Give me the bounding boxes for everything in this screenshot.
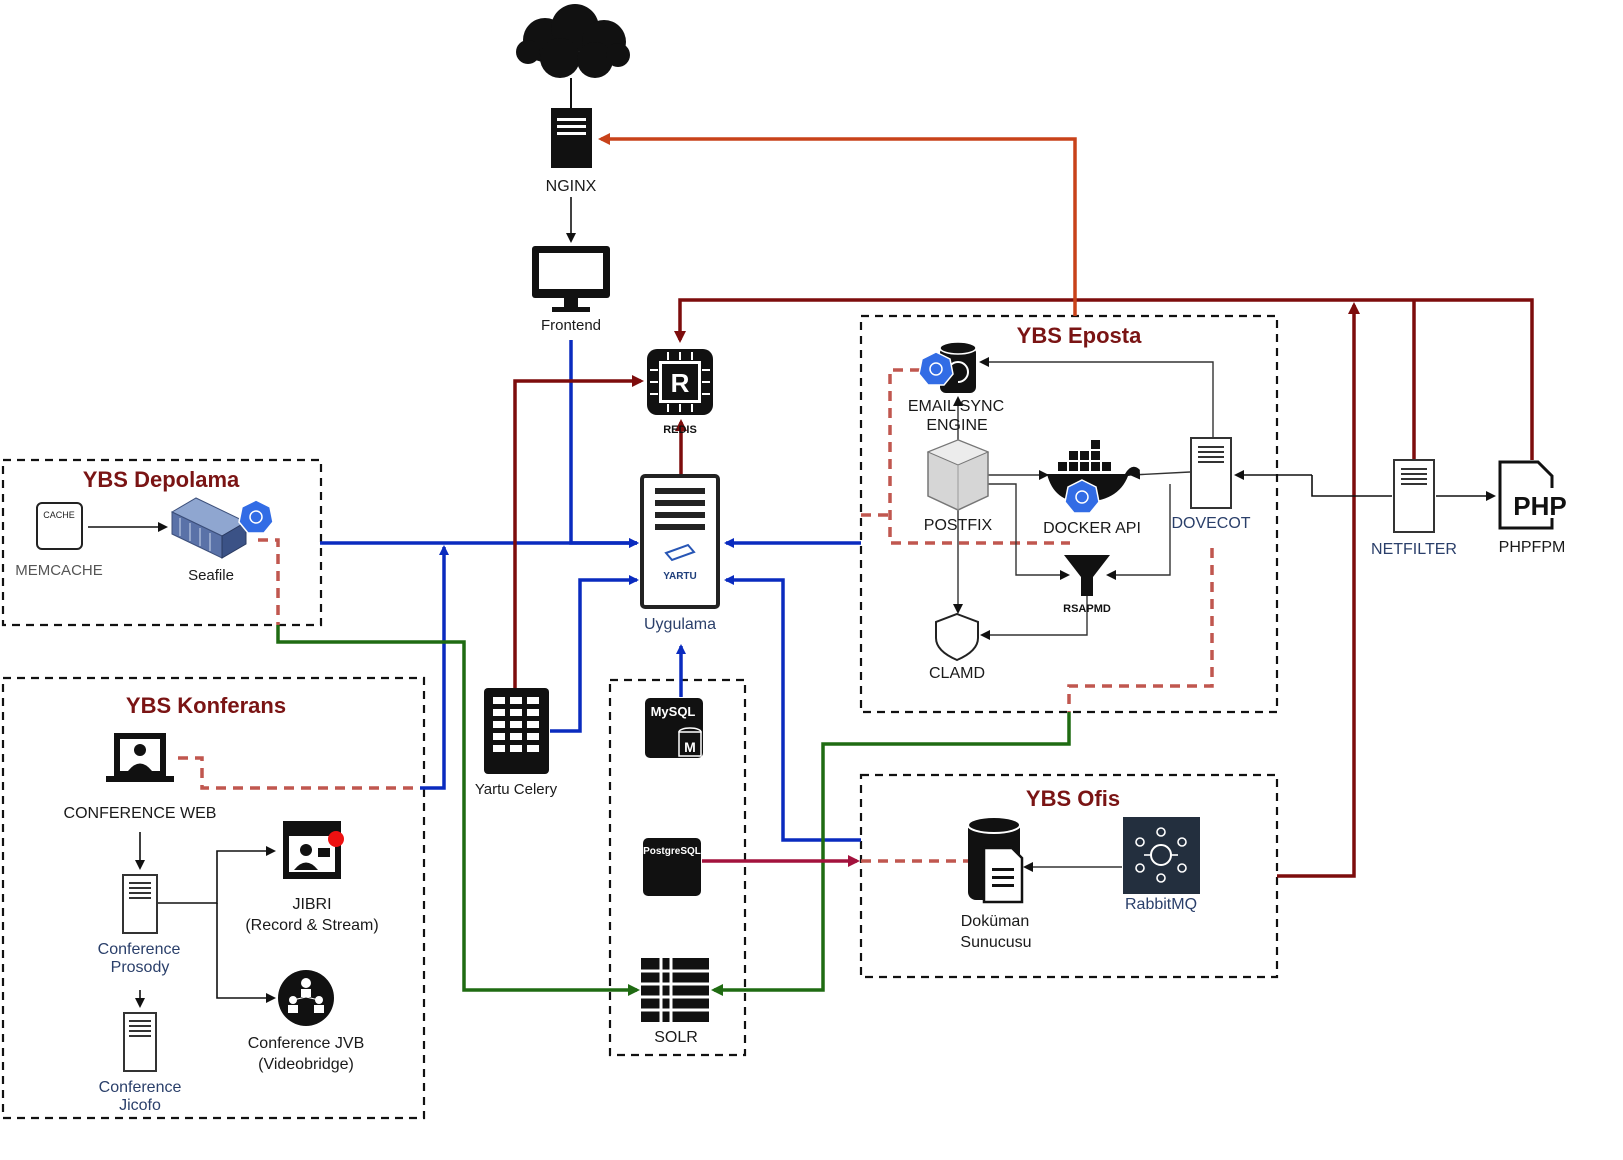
email-sync-label-1: EMAIL SYNC	[908, 398, 1004, 415]
conference-jvb-icon[interactable]	[278, 970, 334, 1026]
edge-eposta-solr	[711, 712, 1071, 996]
edge-dovecot-docker	[1130, 469, 1191, 480]
memcache-icon[interactable]: CACHE	[36, 502, 83, 550]
edge-postfix-rsapmd	[988, 483, 1070, 580]
svg-text:M: M	[684, 739, 696, 755]
svg-text:MySQL: MySQL	[651, 704, 696, 719]
group-databases-box	[608, 678, 747, 1057]
group-depolama-title: YBS Depolama	[83, 467, 240, 492]
netfilter-label: NETFILTER	[1371, 541, 1457, 558]
conference-web-icon[interactable]	[106, 733, 174, 782]
solr-label: SOLR	[654, 1029, 698, 1046]
conference-web-label: CONFERENCE WEB	[64, 805, 217, 822]
nginx-label: NGINX	[546, 178, 597, 195]
conference-prosody-label-1: Conference	[98, 941, 181, 958]
solr-index-icon[interactable]	[641, 958, 709, 1022]
rabbitmq-icon[interactable]	[1123, 817, 1200, 894]
dokuman-sunucusu-icon[interactable]	[967, 816, 1024, 904]
jibri-label-2: (Record & Stream)	[245, 917, 378, 934]
dovecot-label: DOVECOT	[1171, 515, 1250, 532]
edge-celery-uygulama	[550, 575, 639, 733]
group-depolama-box	[1, 458, 323, 627]
conference-jicofo-server-icon[interactable]	[123, 1012, 157, 1072]
docker-api-label: DOCKER API	[1043, 520, 1141, 537]
postfix-hexagon-icon[interactable]	[926, 439, 990, 511]
conference-jicofo-label-1: Conference	[99, 1079, 182, 1096]
edge-eposta-nginx	[598, 133, 1077, 316]
seafile-storage-icon[interactable]	[170, 497, 248, 559]
uygulama-server-icon[interactable]: YARTU	[640, 474, 720, 609]
dash-conference	[178, 756, 420, 790]
php-file-icon[interactable]: PHP	[1498, 460, 1568, 530]
yartu-celery-label: Yartu Celery	[475, 781, 558, 798]
dokuman-label-1: Doküman	[961, 913, 1029, 930]
jibri-recording-icon[interactable]	[283, 821, 344, 879]
svg-text:CACHE: CACHE	[43, 510, 75, 520]
svg-text:R: R	[671, 368, 690, 398]
group-eposta-title: YBS Eposta	[1017, 323, 1142, 348]
conference-prosody-label-2: Prosody	[111, 959, 170, 976]
phpfpm-label: PHPFPM	[1499, 539, 1566, 556]
group-konferans-box	[1, 676, 426, 1120]
rabbitmq-label: RabbitMQ	[1125, 896, 1197, 913]
kubernetes-icon	[918, 351, 954, 386]
memcache-label: MEMCACHE	[15, 562, 103, 579]
redis-chip-icon[interactable]: R	[647, 349, 713, 415]
mysql-database-icon[interactable]: MySQL M	[645, 698, 703, 758]
svg-text:PostgreSQL: PostgreSQL	[643, 846, 701, 857]
kubernetes-icon	[1064, 479, 1100, 514]
email-sync-label-2: ENGINE	[926, 417, 987, 434]
group-ofis-title: YBS Ofis	[1026, 786, 1120, 811]
yartu-celery-icon[interactable]	[484, 688, 549, 774]
group-ofis-box	[859, 773, 1279, 979]
svg-text:PHP: PHP	[1513, 491, 1566, 521]
frontend-label: Frontend	[541, 317, 601, 334]
clamd-shield-icon[interactable]	[935, 612, 979, 662]
redis-label: REDIS	[663, 424, 697, 436]
group-konferans-title: YBS Konferans	[126, 693, 286, 718]
edge-dovecot-rsapmd	[1106, 484, 1171, 580]
dokuman-label-2: Sunucusu	[960, 934, 1031, 951]
edge-ofis-up	[1277, 302, 1360, 878]
yartu-logo-text: YARTU	[663, 571, 697, 582]
edge-prosody-jibri	[158, 846, 276, 904]
kubernetes-icon	[238, 499, 274, 534]
rsapmd-label: RSAPMD	[1063, 603, 1111, 615]
dovecot-server-icon[interactable]	[1190, 437, 1232, 509]
edge-frontend-uygulama	[569, 340, 639, 548]
edge-depolama-solr	[276, 625, 640, 996]
rsapmd-filter-icon[interactable]	[1064, 555, 1110, 596]
netfilter-server-icon[interactable]	[1393, 459, 1435, 533]
conference-jicofo-label-2: Jicofo	[119, 1097, 161, 1114]
jvb-label-2: (Videobridge)	[258, 1056, 354, 1073]
dash-seafile	[258, 538, 280, 625]
frontend-monitor-icon[interactable]	[532, 246, 610, 312]
edge-dovecot-netfilter	[1311, 475, 1392, 497]
seafile-label: Seafile	[188, 567, 234, 584]
dash-email-docker	[888, 368, 1070, 545]
edge-prosody-jvb	[216, 903, 276, 1003]
uygulama-label: Uygulama	[644, 616, 716, 633]
nginx-server-icon[interactable]	[551, 108, 592, 168]
cloud-icon	[516, 4, 630, 78]
jibri-label-1: JIBRI	[292, 896, 331, 913]
edge-dovecot-emailsync	[979, 357, 1214, 438]
jvb-label-1: Conference JVB	[248, 1035, 365, 1052]
postfix-label: POSTFIX	[924, 517, 993, 534]
edge-conference-uygulama	[420, 545, 449, 790]
edge-celery-redis	[513, 375, 644, 688]
dash-dovecot	[1067, 548, 1214, 712]
clamd-label: CLAMD	[929, 665, 985, 682]
edge-rsapmd-clamd	[980, 595, 1088, 640]
edge-ofis-uygulama	[724, 575, 861, 842]
conference-prosody-server-icon[interactable]	[122, 874, 158, 934]
edge-phpfpm-redis	[674, 298, 1534, 460]
postgresql-database-icon[interactable]: PostgreSQL	[643, 838, 701, 896]
